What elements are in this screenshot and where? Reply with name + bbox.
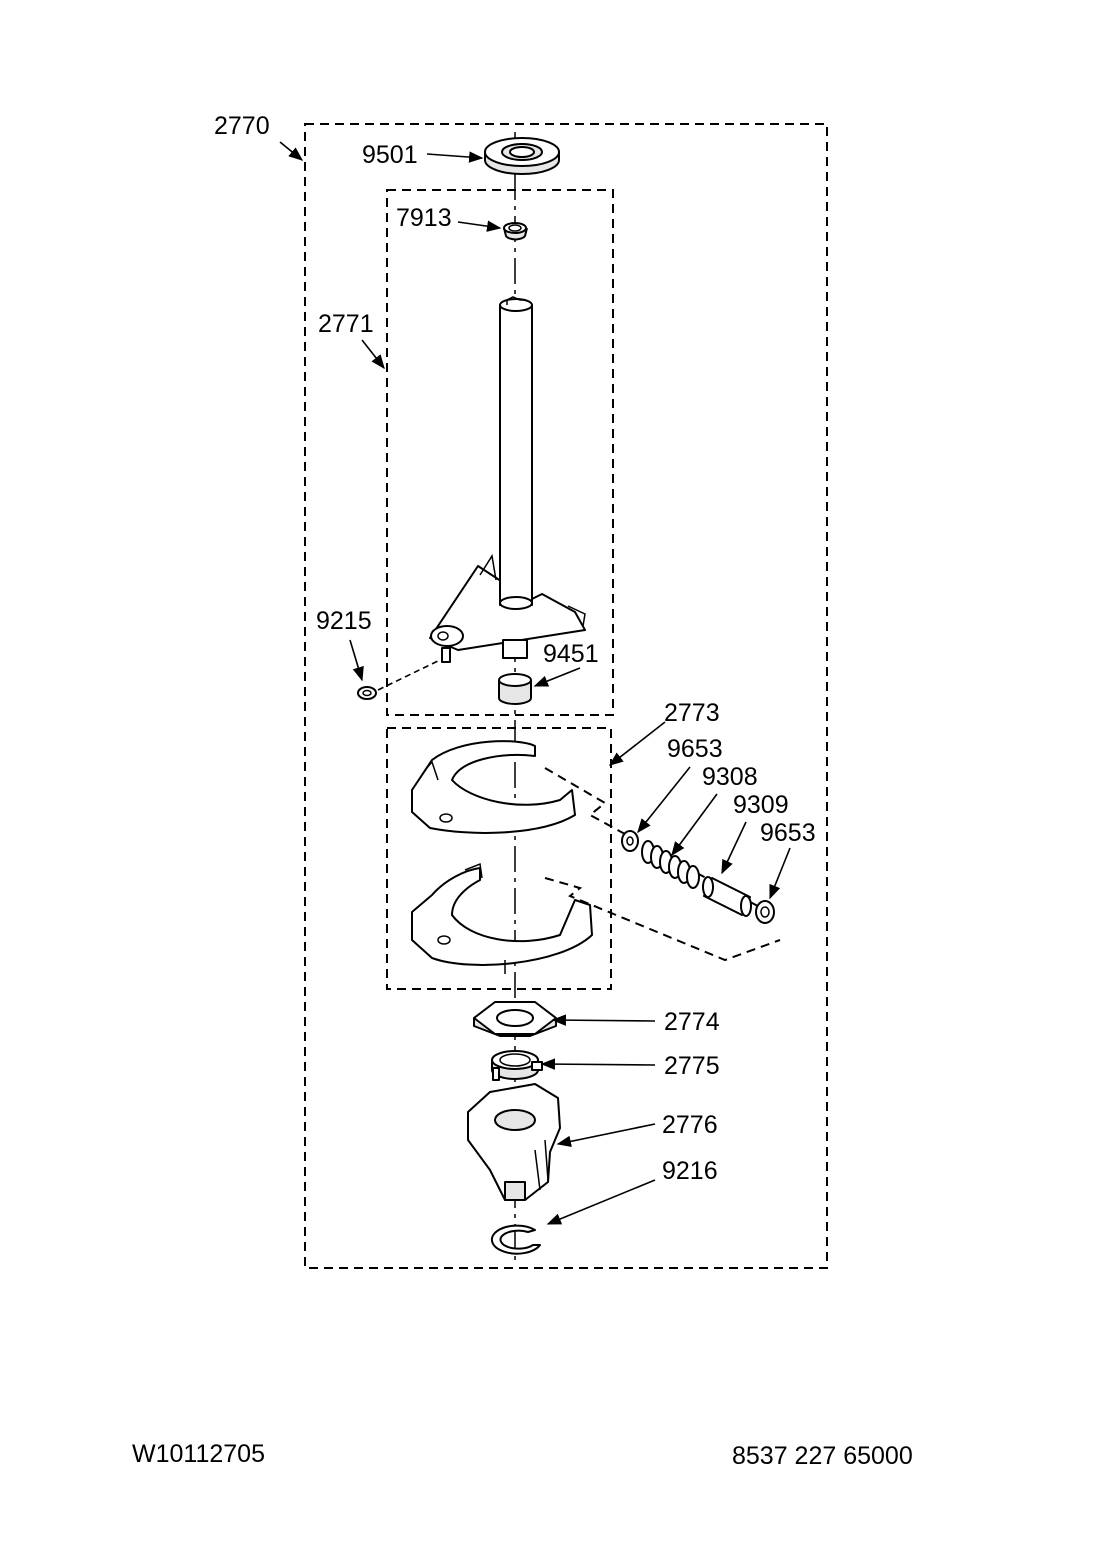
leader-7913: [457, 220, 502, 232]
leader-2776: [556, 1123, 656, 1148]
callout-2771: 2771: [318, 310, 374, 338]
leader-2775: [540, 1058, 656, 1070]
part-9653-washer-a: [621, 830, 639, 852]
callout-2770: 2770: [214, 112, 270, 140]
part-9653-washer-b: [755, 900, 775, 924]
callout-2773: 2773: [664, 699, 720, 727]
part-9308-spring: [641, 840, 700, 889]
leader-2771: [361, 339, 385, 370]
leader-9653a: [637, 766, 691, 834]
leader-9451: [533, 667, 581, 687]
clip-dash-line: [377, 659, 441, 691]
leader-2773: [608, 721, 666, 766]
leader-2770: [279, 141, 304, 161]
leader-9653b: [769, 847, 791, 900]
callout-9215: 9215: [316, 607, 372, 635]
assembly-box-2771: [386, 189, 614, 716]
part-2775-ring: [491, 1050, 543, 1081]
leader-2774: [551, 1014, 656, 1026]
part-9501-seal: [484, 137, 560, 175]
part-2776-cam: [467, 1083, 561, 1201]
leader-9501: [426, 151, 484, 163]
footer-left-code: W10112705: [132, 1440, 265, 1468]
callout-2774: 2774: [664, 1008, 720, 1036]
part-2774-flange: [473, 1001, 557, 1037]
callout-9501: 9501: [362, 141, 418, 169]
callout-9653-b: 9653: [760, 819, 816, 847]
leader-9215: [349, 639, 364, 682]
leader-9216: [546, 1179, 656, 1225]
part-9309-pin: [702, 876, 752, 917]
leader-9308: [671, 793, 718, 857]
callout-9653-a: 9653: [667, 735, 723, 763]
part-9216-snap-ring: [490, 1224, 541, 1255]
footer-right-code: 8537 227 65000: [732, 1442, 913, 1470]
part-9215-clip: [357, 686, 377, 700]
callout-9216: 9216: [662, 1157, 718, 1185]
assembly-box-2770: [304, 123, 828, 1269]
part-2771-shaft-assembly: [429, 296, 586, 663]
callout-2776: 2776: [662, 1111, 718, 1139]
part-2773-upper-brake: [411, 740, 576, 834]
assembly-box-2773: [386, 727, 612, 990]
callout-7913: 7913: [396, 204, 452, 232]
callout-9309: 9309: [733, 791, 789, 819]
callout-9451: 9451: [543, 640, 599, 668]
callout-2775: 2775: [664, 1052, 720, 1080]
part-2773-lower-brake: [411, 862, 593, 974]
part-9451-bushing: [498, 673, 532, 705]
callout-9308: 9308: [702, 763, 758, 791]
part-7913-ring: [503, 222, 528, 241]
leader-9309: [721, 821, 747, 875]
